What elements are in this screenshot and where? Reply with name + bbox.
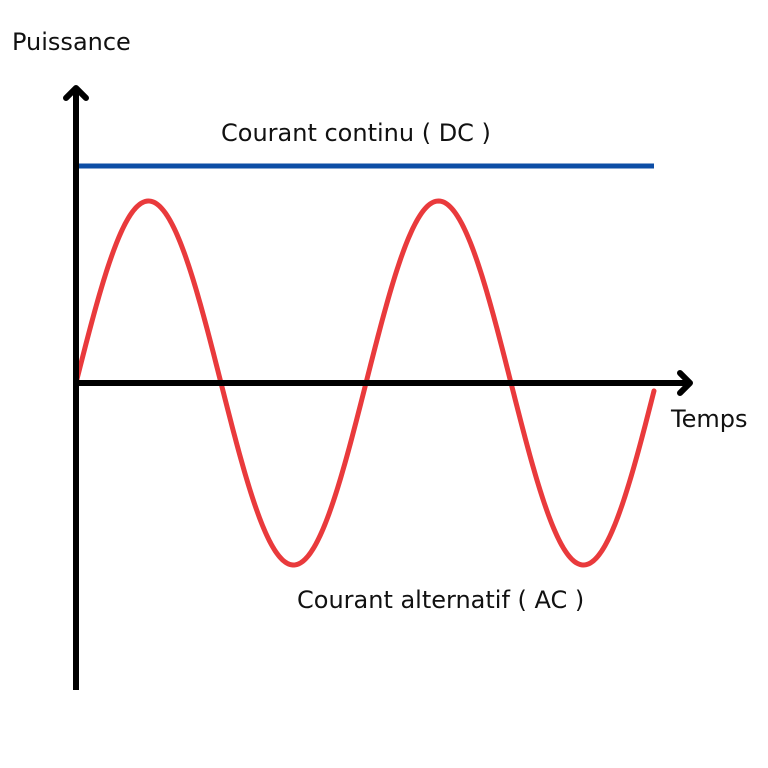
dc-series-label: Courant continu ( DC ) <box>221 119 491 147</box>
x-axis-label: Temps <box>671 405 748 433</box>
y-axis-arrow-icon <box>63 85 89 101</box>
y-axis-label: Puissance <box>12 28 131 56</box>
ac-sine-wave <box>73 198 657 568</box>
ac-series-label: Courant alternatif ( AC ) <box>297 586 585 614</box>
x-axis-arrow-icon <box>677 370 693 396</box>
